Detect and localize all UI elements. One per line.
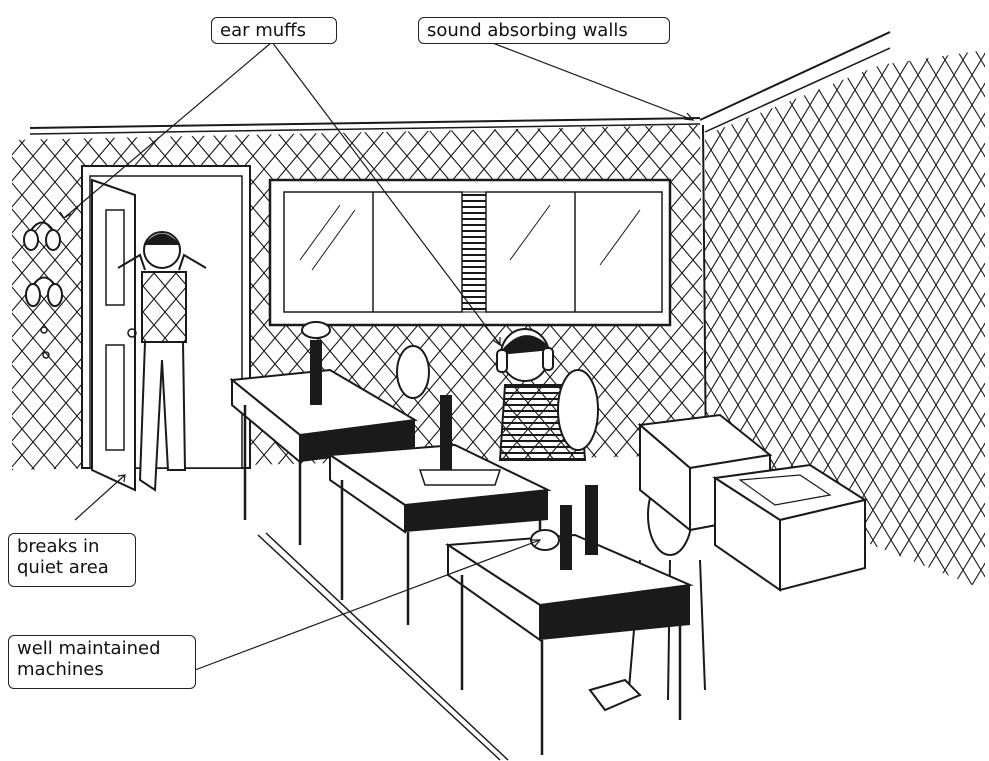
label-line: quiet area bbox=[17, 557, 127, 578]
foot-pedal bbox=[590, 680, 640, 710]
chair bbox=[558, 370, 598, 450]
label-line: well maintained bbox=[17, 638, 187, 659]
label-well-maintained-machines: well maintained machines bbox=[8, 635, 196, 689]
window bbox=[270, 180, 670, 325]
label-breaks-in-quiet-area: breaks in quiet area bbox=[8, 533, 136, 587]
label-ear-muffs: ear muffs bbox=[211, 17, 337, 44]
label-line: breaks in bbox=[17, 536, 127, 557]
label-line: machines bbox=[17, 659, 187, 680]
label-sound-absorbing-walls: sound absorbing walls bbox=[418, 17, 670, 44]
